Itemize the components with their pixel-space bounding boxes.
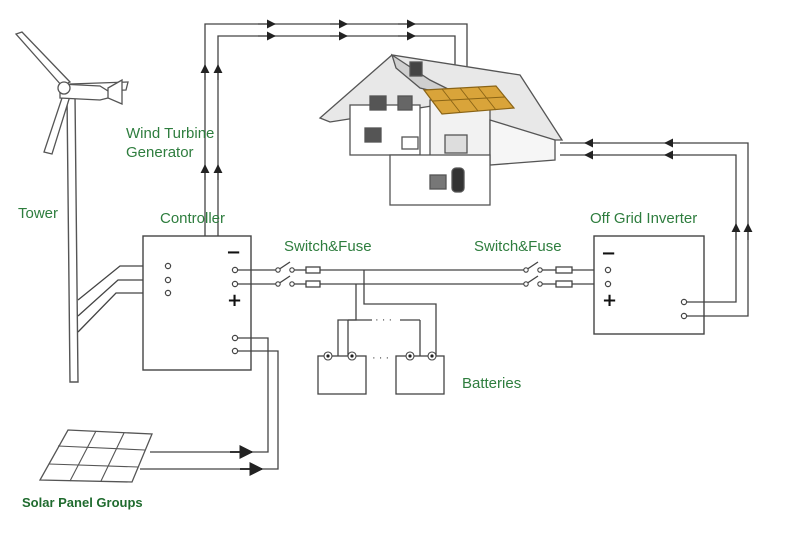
wind-turbine-label-line2: Generator bbox=[126, 144, 194, 161]
tv-icon bbox=[401, 136, 419, 150]
house-side-wing bbox=[489, 119, 556, 166]
controller-terminals bbox=[164, 262, 239, 355]
left-switch-contacts bbox=[275, 267, 295, 287]
solar-to-controller-arrows bbox=[230, 445, 264, 476]
solar-panel-groups bbox=[38, 429, 153, 483]
solar-panel-groups-label: Solar Panel Groups bbox=[22, 495, 143, 510]
controller-box bbox=[142, 235, 252, 371]
dc-bus-wires bbox=[320, 269, 524, 356]
wind-turbine bbox=[14, 31, 129, 383]
house-window-3 bbox=[364, 127, 382, 143]
appliance-icon bbox=[444, 134, 468, 154]
controller-to-house-arrows bbox=[200, 19, 416, 180]
inverter-plus-sign: + bbox=[602, 290, 618, 311]
solar-panel-grid bbox=[48, 430, 146, 482]
turbine-hub bbox=[57, 81, 71, 95]
water-heater-icon bbox=[451, 167, 465, 193]
solar-to-controller-wires bbox=[140, 337, 279, 470]
inverter-minus-sign: − bbox=[601, 243, 617, 264]
house-cutaway bbox=[318, 53, 564, 206]
house-window-4 bbox=[409, 61, 423, 77]
inverter-to-house-arrows bbox=[584, 138, 753, 240]
controller-label: Controller bbox=[160, 210, 226, 227]
batteries-label: Batteries bbox=[462, 375, 522, 392]
house-window-1 bbox=[369, 95, 387, 111]
switch-fuse-right-label: Switch&Fuse bbox=[474, 238, 562, 255]
roof-solar-panel-grid bbox=[432, 86, 506, 113]
inverter-terminals bbox=[604, 266, 688, 320]
batteries bbox=[317, 355, 445, 395]
wind-turbine-label-line1: Wind Turbine bbox=[126, 125, 215, 142]
battery-link-gap: · · · bbox=[375, 314, 393, 326]
battery-2 bbox=[395, 355, 445, 395]
battery-gap: · · · bbox=[372, 352, 390, 364]
switch-fuse-left-label: Switch&Fuse bbox=[284, 238, 372, 255]
turbine-tail bbox=[107, 78, 123, 105]
turbine-tower bbox=[66, 94, 79, 383]
inverter-label: Off Grid Inverter bbox=[590, 210, 698, 227]
battery-1 bbox=[317, 355, 367, 395]
storage-unit-icon bbox=[429, 174, 447, 190]
tower-label: Tower bbox=[18, 205, 59, 222]
turbine-blade-up bbox=[14, 31, 72, 87]
turbine-blade-down bbox=[43, 90, 71, 155]
battery-terminal-cores bbox=[326, 354, 434, 358]
right-switch-contacts bbox=[523, 267, 543, 287]
house-window-2 bbox=[397, 95, 413, 111]
controller-minus-sign: − bbox=[226, 242, 242, 263]
controller-plus-sign: + bbox=[227, 290, 243, 311]
